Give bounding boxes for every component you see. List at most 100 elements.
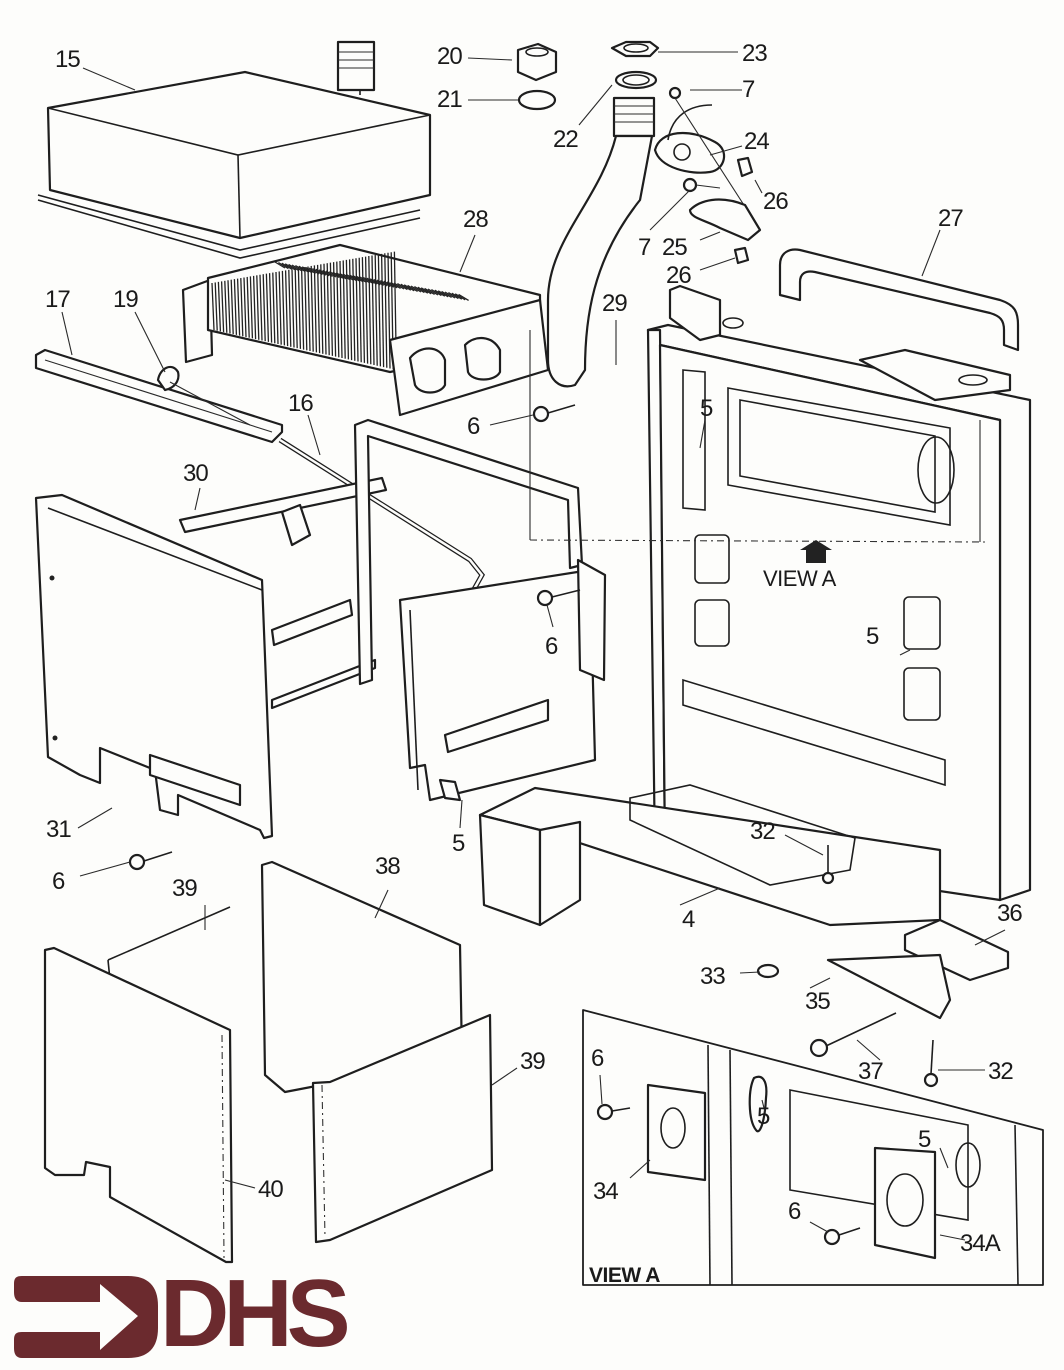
heat-exchanger-fin <box>246 276 250 338</box>
heat-exchanger-fin <box>454 293 466 301</box>
view-a-inset <box>582 1009 1044 1286</box>
callout-24: 24 <box>744 128 770 155</box>
callout-5-lower: 5 <box>452 830 465 857</box>
callout-7-top: 7 <box>742 76 755 103</box>
heat-exchanger-fin <box>400 283 412 291</box>
heat-exchanger-fin <box>291 269 295 348</box>
heat-exchanger-fin <box>424 287 435 295</box>
heat-exchanger-fin <box>376 279 388 287</box>
heat-exchanger-fin <box>294 268 298 349</box>
heat-exchanger-fin <box>358 257 362 363</box>
heat-exchanger-fin <box>361 257 366 363</box>
leader-lines <box>61 51 1006 1241</box>
heat-exchanger-fin <box>297 268 302 349</box>
heat-exchanger-fin <box>380 253 385 368</box>
callout-6-upper: 6 <box>467 413 480 440</box>
heat-exchanger-fin <box>339 272 350 280</box>
heat-exchanger-fin <box>262 274 266 342</box>
heat-exchanger-fin <box>427 288 439 296</box>
heat-exchanger-fin <box>310 265 314 352</box>
part-support-bar <box>34 348 284 444</box>
callout-27: 27 <box>938 205 964 232</box>
heat-exchanger-fin <box>410 285 422 293</box>
dhs-logo-arrow-icon <box>14 1276 158 1358</box>
heat-exchanger-fin <box>298 265 310 273</box>
callout-5-inset-right: 5 <box>918 1126 931 1153</box>
heat-exchanger-fin <box>407 284 418 292</box>
heat-exchanger-fin <box>329 271 340 279</box>
heat-exchanger-fin <box>278 262 289 270</box>
heat-exchanger-fin <box>308 267 320 275</box>
heat-exchanger-fin <box>420 287 432 295</box>
heat-exchanger-fin <box>259 274 263 341</box>
heat-exchanger-fin <box>265 273 270 342</box>
callout-34: 34 <box>593 1178 619 1205</box>
callout-30: 30 <box>183 460 209 487</box>
heat-exchanger-fin <box>272 272 276 344</box>
part-base-tray <box>478 784 1010 982</box>
callout-28: 28 <box>463 206 489 233</box>
heat-exchanger-fin <box>284 270 289 347</box>
heat-exchanger-fin <box>288 263 299 271</box>
heat-exchanger-fin <box>304 267 308 351</box>
part-casing <box>529 248 1032 902</box>
heat-exchanger-fin <box>325 270 337 278</box>
heat-exchanger-fin <box>403 284 415 292</box>
heat-exchanger-fin <box>332 271 344 279</box>
callout-26-top: 26 <box>763 188 789 215</box>
heat-exchanger-fin <box>441 290 452 298</box>
heat-exchanger-fin <box>336 261 340 358</box>
heat-exchanger-fin <box>233 279 238 335</box>
view-a-inset-title: VIEW A <box>589 1264 660 1287</box>
part-nuts <box>516 40 660 111</box>
heat-exchanger-fin <box>352 258 356 361</box>
heat-exchanger-fin <box>356 275 367 283</box>
heat-exchanger-fin <box>313 265 318 353</box>
callout-22: 22 <box>553 126 579 153</box>
callout-29: 29 <box>602 290 628 317</box>
part-hood <box>37 40 432 259</box>
heat-exchanger-fin <box>332 262 337 357</box>
heat-exchanger-fin <box>384 253 388 368</box>
part-tie-rod <box>278 437 486 602</box>
heat-exchanger-fin <box>346 274 357 282</box>
heat-exchanger-fin <box>227 280 231 334</box>
heat-exchanger-fin <box>448 292 459 300</box>
heat-exchanger-fin <box>300 267 305 350</box>
heat-exchanger-fin <box>320 264 324 354</box>
heat-exchanger-fin <box>386 281 398 289</box>
callout-7-mid: 7 <box>638 234 651 261</box>
view-a-arrow-icon <box>800 540 832 563</box>
heat-exchanger-fin <box>373 278 384 286</box>
callout-37: 37 <box>858 1058 884 1085</box>
heat-exchanger-fin <box>312 268 323 276</box>
heat-exchanger-fin <box>240 278 244 337</box>
callout-17: 17 <box>45 286 71 313</box>
callout-5-upper: 5 <box>700 395 713 422</box>
heat-exchanger-fin <box>318 269 330 277</box>
heat-exchanger-fin <box>315 268 327 276</box>
callout-6-inset-left: 6 <box>591 1045 604 1072</box>
heat-exchanger-fin <box>451 292 463 300</box>
heat-exchanger-fin <box>355 258 359 362</box>
callout-36: 36 <box>997 900 1023 927</box>
heat-exchanger-fin <box>217 281 222 332</box>
heat-exchanger-fin <box>211 282 215 331</box>
callout-26-bottom: 26 <box>666 262 692 289</box>
heat-exchanger-fin <box>393 282 405 290</box>
heat-exchanger-fin <box>316 264 321 354</box>
callout-38: 38 <box>375 853 401 880</box>
callout-39-left: 39 <box>172 875 198 902</box>
heat-exchanger-fin <box>220 281 225 333</box>
part-pipe <box>546 96 656 388</box>
callout-31: 31 <box>46 816 72 843</box>
heat-exchanger-fin <box>224 280 228 333</box>
heat-exchanger-fin <box>249 276 254 339</box>
dhs-logo-text: DHS <box>160 1260 351 1367</box>
heat-exchanger-fin <box>275 271 279 345</box>
part-insulation <box>43 860 494 1264</box>
callout-5-inset-left: 5 <box>757 1103 770 1130</box>
callout-6-middle: 6 <box>545 633 558 660</box>
heat-exchanger-fin <box>380 280 391 288</box>
heat-exchanger-fin <box>374 254 378 366</box>
